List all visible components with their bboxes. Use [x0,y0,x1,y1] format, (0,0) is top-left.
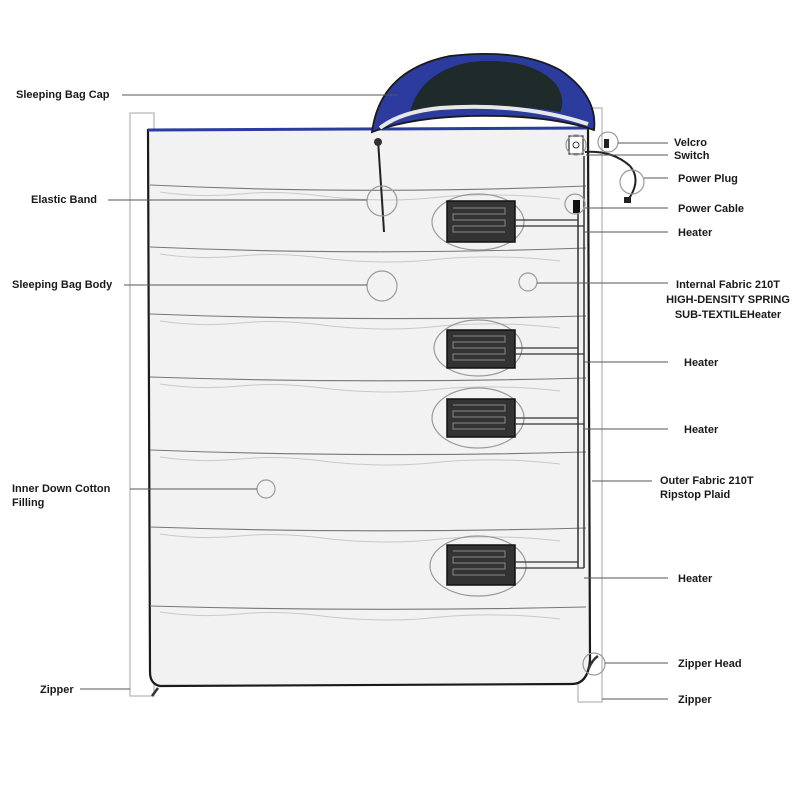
heater-pad-3 [431,387,584,449]
velcro-strip [604,139,609,148]
label-elastic-band: Elastic Band [31,194,98,206]
callout-circles [256,131,645,676]
top-hem [147,126,589,132]
switch-power-icon [572,141,580,149]
label-switch: Switch [674,150,710,162]
label-zipper-head: Zipper Head [678,658,742,670]
label-power-plug: Power Plug [678,173,738,185]
heater-pad-4 [429,535,584,597]
cap-opening [410,60,563,112]
label-heater-1: Heater [678,227,713,239]
label-internal-fabric-line1: Internal Fabric 210T [676,279,780,291]
leader-lines [80,94,668,700]
label-inner-filling-line1: Inner Down Cotton [12,483,111,495]
label-heater-3: Heater [684,424,719,436]
label-outer-fabric-line1: Outer Fabric 210T [660,475,754,487]
label-zipper-right: Zipper [678,694,712,706]
label-power-cable: Power Cable [678,203,745,215]
power-cable-connector [573,200,580,213]
label-heater-2: Heater [684,357,719,369]
label-outer-fabric-line2: Ripstop Plaid [660,489,731,501]
label-heater-4: Heater [678,573,713,585]
power-plug [624,197,631,203]
cap-rim [378,104,589,130]
heater-pad-2 [433,319,584,377]
label-zipper-left: Zipper [40,684,74,696]
elastic-cord [377,139,385,233]
label-velcro: Velcro [674,137,708,149]
label-inner-filling-line2: Filling [12,497,45,509]
sleeping-bag-body [146,126,592,688]
heater-pad-1 [431,193,584,251]
label-sleeping-bag-cap: Sleeping Bag Cap [16,89,110,101]
power-plug-cable [584,150,637,201]
quilt-seams [149,184,587,610]
label-internal-fabric-line2: HIGH-DENSITY SPRING [666,294,790,306]
label-sleeping-bag-body: Sleeping Bag Body [12,279,113,291]
label-internal-fabric-line3: SUB-TEXTILEHeater [674,309,782,321]
zipper-head [586,654,599,671]
quilt-shading [159,191,561,621]
cord-stopper [374,138,382,146]
zipper-left-pull [151,687,159,697]
switch-box [568,135,584,155]
